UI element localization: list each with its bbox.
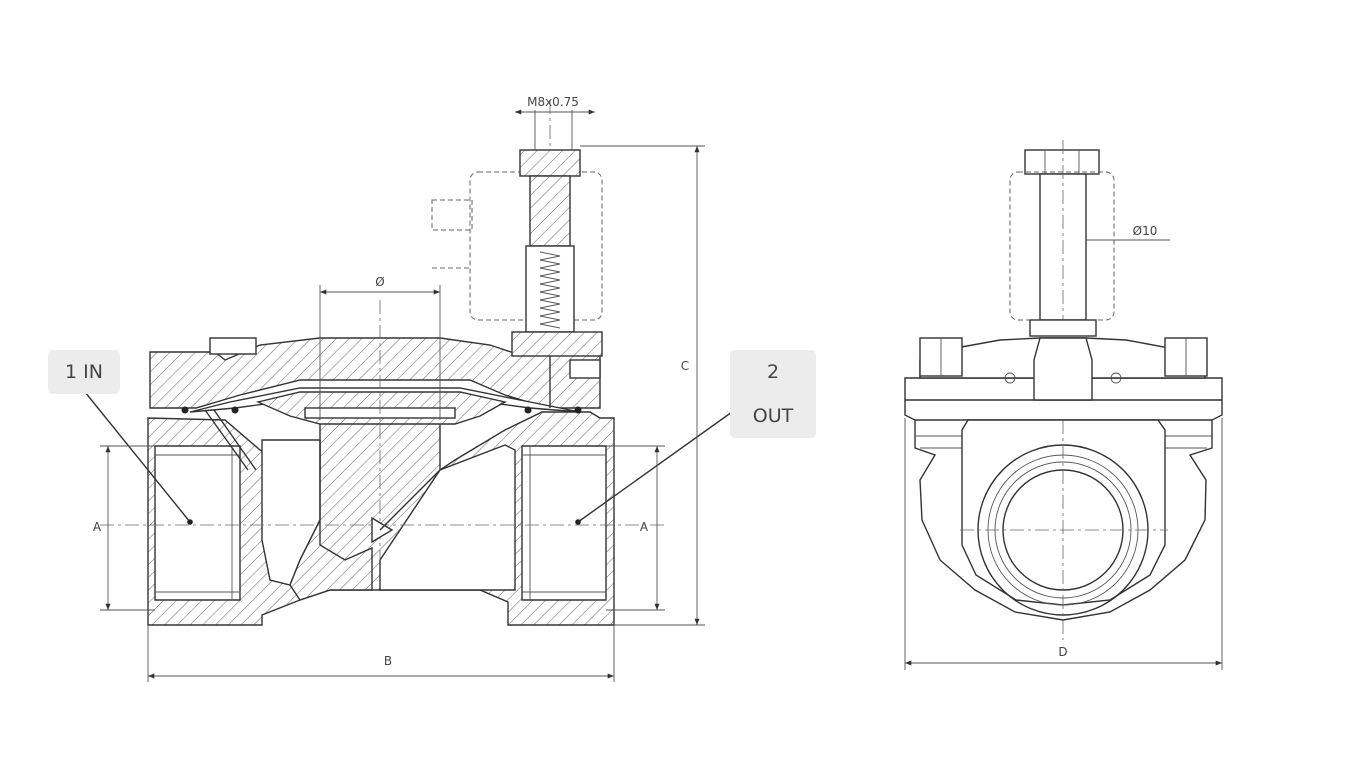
flow-direction-arrow: [371, 516, 394, 544]
seat-wall: [289, 440, 373, 601]
thread-label: M8x0.75: [527, 95, 579, 109]
section-view: [84, 100, 761, 626]
inlet-bore: [154, 445, 241, 601]
width-label: D: [1058, 645, 1067, 659]
height-label: C: [681, 359, 689, 373]
pilot-outlet: [569, 359, 601, 379]
outlet-port-label: 2 OUT: [730, 350, 816, 438]
armature-tube: [525, 245, 575, 333]
end-view-nut: [1024, 149, 1100, 175]
inlet-port-label: 1 IN: [48, 350, 120, 394]
section-dimensions: M8x0.75 Ø C A A B: [93, 95, 705, 682]
outlet-bore: [521, 445, 607, 601]
spring: [539, 251, 561, 329]
end-view: Ø10 D: [904, 140, 1223, 670]
bonnet-screw-left: [209, 337, 257, 355]
orifice-label: Ø: [375, 275, 384, 289]
end-view-base-nut: [1029, 319, 1097, 337]
end-view-window: [961, 419, 1166, 606]
stop-core: [529, 175, 571, 247]
end-view-boss: [1033, 337, 1093, 401]
nut: [519, 149, 581, 177]
stem-diameter-label: Ø10: [1133, 224, 1158, 238]
length-label: B: [384, 654, 392, 668]
coil-connector: [431, 199, 473, 231]
port-a-left-label: A: [93, 520, 102, 534]
pilot-seat: [511, 331, 603, 357]
port-a-right-label: A: [640, 520, 649, 534]
